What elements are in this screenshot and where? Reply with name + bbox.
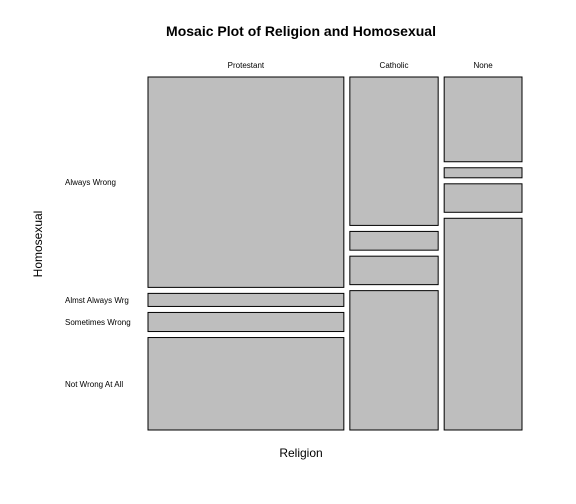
tile-none-sometimes-wrong <box>443 183 523 213</box>
y-label-sometimes-wrong: Sometimes Wrong <box>65 318 131 327</box>
y-label-always-wrong: Always Wrong <box>65 178 116 187</box>
y-axis-title: Homosexual <box>31 211 45 278</box>
tile-none-almst-always-wrg <box>443 167 523 179</box>
tile-catholic-sometimes-wrong <box>349 255 439 286</box>
mosaic-tiles <box>147 76 523 431</box>
x-label-none: None <box>474 61 494 70</box>
tile-protestant-sometimes-wrong <box>147 311 345 333</box>
tile-protestant-not-wrong-at-all <box>147 337 345 431</box>
tile-catholic-always-wrong <box>349 76 439 226</box>
y-label-not-wrong-at-all: Not Wrong At All <box>65 380 123 389</box>
tile-catholic-not-wrong-at-all <box>349 290 439 431</box>
tile-none-not-wrong-at-all <box>443 217 523 431</box>
x-category-labels: Protestant Catholic None <box>228 61 494 70</box>
x-label-catholic: Catholic <box>380 61 409 70</box>
chart-title: Mosaic Plot of Religion and Homosexual <box>166 23 436 39</box>
tile-catholic-almst-always-wrg <box>349 230 439 251</box>
tile-none-always-wrong <box>443 76 523 163</box>
x-label-protestant: Protestant <box>228 61 265 70</box>
y-label-almst-always-wrg: Almst Always Wrg <box>65 296 129 305</box>
tile-protestant-almst-always-wrg <box>147 292 345 307</box>
x-axis-title: Religion <box>279 446 322 460</box>
tile-protestant-always-wrong <box>147 76 345 288</box>
